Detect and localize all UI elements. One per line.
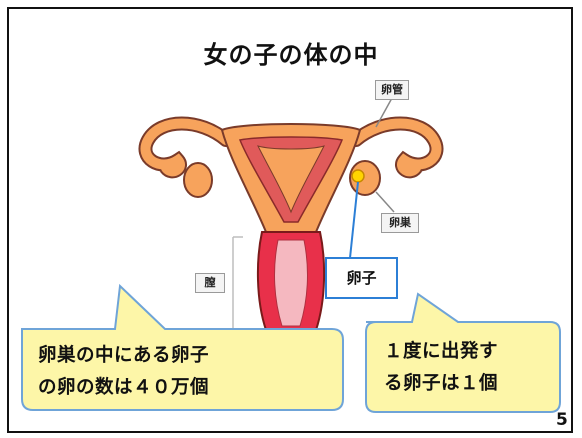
right-callout-text: １度に出発す る卵子は１個: [384, 336, 498, 400]
ovary-pointer: [375, 191, 395, 213]
vagina-inner: [274, 239, 308, 327]
egg-pointer: [349, 181, 359, 259]
left-ovary: [183, 162, 213, 198]
label-fallopian-tube: 卵管: [375, 80, 409, 100]
egg-cell: [351, 169, 365, 183]
right-fallopian-tube: [351, 118, 442, 177]
left-fallopian-tube: [140, 118, 231, 177]
right-callout-line1: １度に出発す: [384, 341, 499, 362]
page-number: 5: [556, 410, 568, 430]
left-callout-text: 卵巣の中にある卵子 の卵の数は４０万個: [38, 340, 209, 404]
left-callout-bubble: [21, 283, 344, 411]
uterine-cavity: [257, 145, 325, 214]
right-callout-bubble: [365, 292, 561, 413]
label-vagina: 膣: [195, 273, 225, 293]
label-egg: 卵子: [325, 257, 398, 299]
fallopian-pointer: [375, 97, 393, 128]
slide-title: 女の子の体の中: [203, 41, 379, 69]
left-callout-line1: 卵巣の中にある卵子: [38, 345, 210, 366]
left-callout-line2: の卵の数は４０万個: [38, 377, 210, 398]
label-ovary: 卵巣: [381, 213, 419, 233]
right-callout-line2: る卵子は１個: [384, 373, 499, 394]
